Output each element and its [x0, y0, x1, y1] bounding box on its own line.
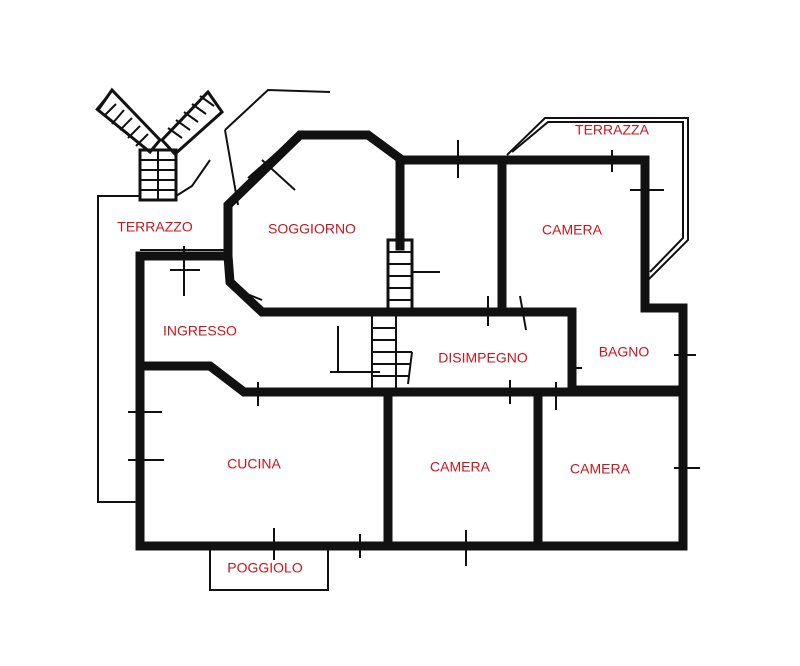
- label-terrazza: TERRAZZA: [575, 122, 650, 138]
- terrazza-outline: [506, 117, 689, 281]
- poggiolo-outline: [209, 550, 329, 591]
- label-camera-mid: CAMERA: [430, 459, 491, 475]
- room-labels: TERRAZZO SOGGIORNO TERRAZZA CAMERA INGRE…: [117, 122, 649, 576]
- openings: [128, 140, 700, 566]
- internal-stair: [371, 238, 440, 390]
- label-bagno: BAGNO: [599, 344, 650, 360]
- label-disimpegno: DISIMPEGNO: [438, 350, 528, 366]
- label-terrazzo: TERRAZZO: [117, 219, 193, 235]
- external-staircase: [95, 87, 224, 202]
- label-camera-top: CAMERA: [542, 222, 603, 238]
- label-ingresso: INGRESSO: [163, 323, 237, 339]
- label-camera-right: CAMERA: [570, 461, 631, 477]
- label-poggiolo: POGGIOLO: [227, 560, 303, 576]
- label-cucina: CUCINA: [227, 456, 281, 472]
- walls: [135, 130, 688, 551]
- label-soggiorno: SOGGIORNO: [268, 221, 356, 237]
